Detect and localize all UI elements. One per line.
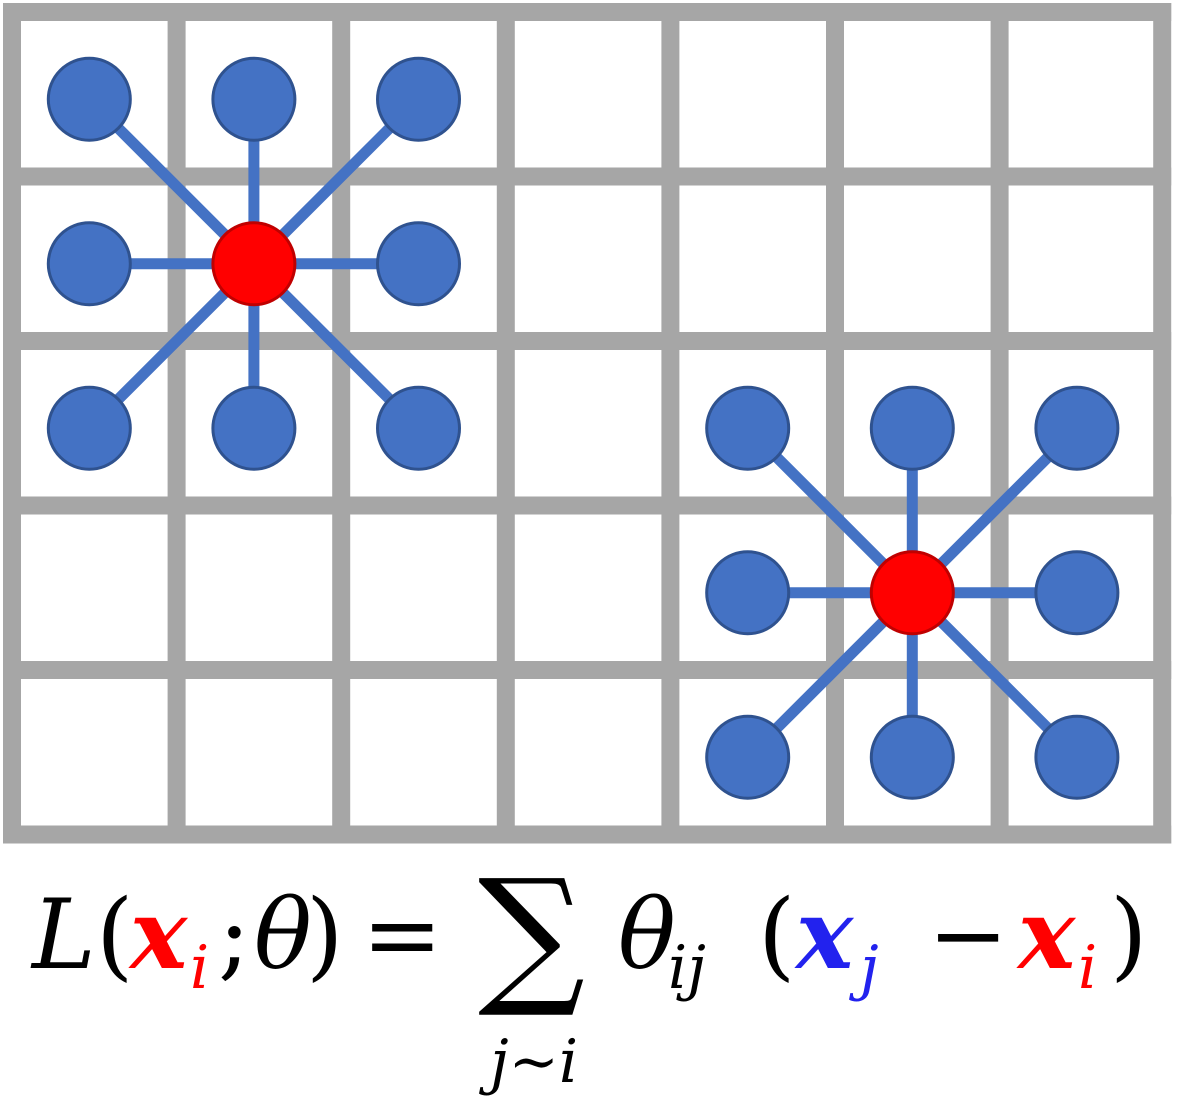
- formula-close-paren: ): [306, 879, 343, 991]
- formula-sum: ∑: [478, 860, 585, 1022]
- neighbor-node: [46, 221, 132, 307]
- formula-L: L: [30, 879, 96, 991]
- graph-nodes: [46, 56, 1120, 800]
- neighbor-node: [869, 385, 955, 471]
- formula-x-j: x: [794, 878, 855, 991]
- formula-equals: =: [362, 879, 442, 991]
- neighbor-node: [1034, 550, 1120, 636]
- neighbor-node: [46, 385, 132, 471]
- formula-x-i: x: [128, 878, 189, 991]
- neighbor-node: [705, 550, 791, 636]
- grid-diagram: [0, 0, 1177, 860]
- formula-minus: −: [928, 879, 1008, 991]
- formula-theta-ij-subscript: ij: [668, 933, 706, 1003]
- formula-semicolon: ;: [218, 879, 250, 991]
- formula-x-i-2-subscript: i: [1078, 933, 1097, 1003]
- formula: L ( x i ; θ ) = ∑ j∼i θ ij ( x j − x i ): [30, 860, 1147, 1097]
- neighbor-node: [211, 56, 297, 142]
- neighbor-node: [376, 56, 461, 142]
- formula-sum-subscript: j∼i: [479, 1027, 578, 1097]
- neighbor-node: [376, 385, 461, 471]
- center-node: [869, 550, 955, 636]
- neighbor-node: [46, 56, 132, 142]
- formula-x-i-2: x: [1016, 878, 1077, 991]
- neighbor-node: [1034, 714, 1120, 800]
- neighbor-node: [211, 385, 297, 471]
- formula-open-paren-2: (: [758, 879, 795, 991]
- formula-theta-ij: θ: [618, 879, 676, 991]
- grid-lines: [3, 3, 1172, 844]
- formula-x-j-subscript: j: [849, 933, 879, 1003]
- formula-close-paren-2: ): [1110, 879, 1147, 991]
- neighbor-node: [376, 221, 461, 307]
- grid-background: [0, 0, 1177, 860]
- formula-open-paren: (: [96, 879, 133, 991]
- center-node: [211, 221, 297, 307]
- formula-x-i-subscript: i: [190, 933, 209, 1003]
- formula-theta: θ: [254, 879, 312, 991]
- neighbor-node: [705, 385, 791, 471]
- neighbor-node: [705, 714, 791, 800]
- neighbor-node: [1034, 385, 1120, 471]
- neighbor-node: [869, 714, 955, 800]
